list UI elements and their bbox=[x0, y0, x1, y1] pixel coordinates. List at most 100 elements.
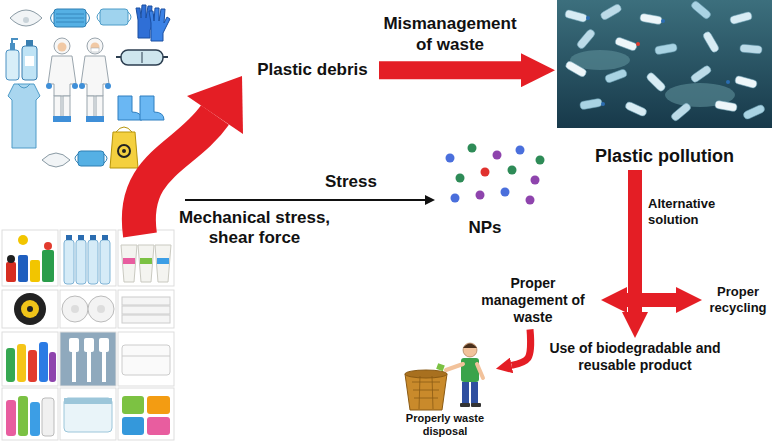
plastic-products-photo bbox=[18, 235, 28, 245]
ppe-illustration bbox=[54, 38, 70, 54]
nanoparticle-dots bbox=[501, 188, 510, 197]
ocean-plastic-photo bbox=[714, 100, 737, 112]
ppe-illustration bbox=[116, 56, 168, 58]
nanoparticle-dots bbox=[481, 168, 490, 177]
plastic-products-photo bbox=[6, 348, 15, 382]
plastic-products-photo bbox=[84, 338, 94, 352]
waste-disposal-figure bbox=[463, 344, 477, 349]
solution-label: Proper recycling bbox=[705, 284, 771, 315]
node-text: Proper management of waste bbox=[468, 275, 598, 325]
annotation-label: NPs bbox=[452, 218, 518, 238]
ocean-plastic-photo bbox=[690, 64, 713, 83]
nanoparticle-dots bbox=[468, 144, 477, 153]
plastic-products-photo bbox=[18, 396, 28, 436]
plastic-products-photo bbox=[147, 417, 170, 435]
ocean-plastic-photo bbox=[604, 68, 627, 83]
plastic-products-photo bbox=[42, 398, 54, 436]
plastic-products-photo bbox=[6, 400, 16, 436]
ocean-plastic-photo bbox=[726, 80, 730, 84]
ocean-plastic-photo bbox=[734, 75, 757, 88]
plastic-products-photo bbox=[60, 230, 116, 286]
ppe-illustration bbox=[118, 145, 130, 157]
ocean-plastic-photo bbox=[601, 102, 605, 106]
plastic-products-photo bbox=[140, 258, 152, 264]
nanoparticle-dots bbox=[493, 151, 502, 160]
ocean-plastic-photo bbox=[729, 11, 752, 24]
ocean-plastic-photo bbox=[670, 102, 692, 122]
waste-disposal-figure bbox=[436, 363, 445, 371]
waste-disposal-figure bbox=[405, 370, 447, 378]
pollution-photo-node: Plastic pollution bbox=[557, 0, 772, 168]
stress-arrow bbox=[185, 199, 425, 201]
ocean-plastic-photo bbox=[661, 19, 665, 23]
ppe-illustration bbox=[58, 43, 67, 52]
plastic-products-photo bbox=[28, 350, 37, 382]
ppe-illustration bbox=[26, 40, 33, 46]
ppe-illustration bbox=[46, 83, 52, 89]
nanoparticle-dots bbox=[446, 154, 455, 163]
ppe-illustration bbox=[116, 127, 132, 132]
nanoparticle-dots bbox=[508, 166, 517, 175]
plastic-products-photo bbox=[78, 235, 84, 240]
plastic-products-photo bbox=[118, 290, 174, 328]
ocean-plastic-photo bbox=[614, 36, 637, 51]
plastic-products-photo bbox=[49, 352, 56, 382]
plastic-products-photo bbox=[147, 396, 170, 414]
ppe-illustration bbox=[81, 56, 109, 96]
ppe-illustration bbox=[23, 17, 29, 23]
nanoparticle-dots bbox=[456, 174, 465, 183]
ocean-plastic-photo bbox=[557, 0, 772, 128]
plastic-products-photo bbox=[122, 315, 170, 323]
waste-disposal-figure bbox=[446, 364, 463, 370]
plastic-products-photo bbox=[69, 338, 79, 352]
ppe-illustration bbox=[96, 96, 103, 118]
waste-disposal-figure bbox=[463, 343, 477, 357]
waste-disposal-figure bbox=[460, 403, 470, 407]
plastic-products-photo bbox=[64, 398, 112, 404]
ocean-plastic-photo bbox=[645, 71, 666, 92]
waste-disposal-figure bbox=[477, 364, 483, 378]
node-text: Properly waste disposal bbox=[395, 412, 495, 438]
waste-disposal-figure bbox=[412, 376, 440, 409]
nanoparticle-dots bbox=[476, 191, 485, 200]
ocean-plastic-photo bbox=[742, 104, 765, 121]
ppe-illustration bbox=[121, 50, 163, 65]
ppe-illustration bbox=[105, 83, 111, 89]
ppe-illustration bbox=[100, 9, 128, 25]
ppe-illustration bbox=[25, 56, 34, 66]
plastic-products-photo bbox=[102, 235, 108, 240]
disposal-node: Properly waste disposal bbox=[395, 340, 495, 438]
ppe-illustration bbox=[10, 43, 15, 50]
plastic-products-photo bbox=[60, 290, 116, 328]
nanoparticle-dots bbox=[516, 146, 525, 155]
ocean-plastic-photo bbox=[636, 42, 640, 46]
ppe-illustration bbox=[97, 12, 131, 22]
plastic-products-photo bbox=[88, 296, 114, 322]
plastic-products-photo bbox=[2, 230, 58, 286]
plastic-products-photo bbox=[87, 352, 91, 382]
plastic-products-photo bbox=[62, 296, 88, 322]
plastic-products-photo bbox=[66, 235, 72, 240]
plastic-products-photo bbox=[64, 240, 74, 284]
ppe-illustration bbox=[22, 46, 37, 80]
ppe-illustration bbox=[62, 116, 71, 122]
ppe-illustration bbox=[91, 43, 100, 52]
ocean-plastic-photo bbox=[690, 0, 712, 20]
plastic-products-photo bbox=[102, 352, 106, 382]
annotation-label: Mechanical stress, shear force bbox=[172, 208, 337, 249]
plastic-products-photo bbox=[6, 262, 16, 282]
waste-disposal-figure bbox=[461, 358, 479, 382]
ppe-illustration bbox=[110, 132, 138, 168]
node-text: Plastic pollution bbox=[557, 146, 772, 168]
ocean-plastic-photo bbox=[579, 98, 602, 110]
label-box: Alternative solution bbox=[648, 196, 728, 227]
plastic-products-photo bbox=[2, 230, 174, 440]
edge-label-box: Mismanagement of waste bbox=[375, 14, 525, 55]
plastic-products-photo bbox=[138, 245, 154, 282]
plastic-products-photo bbox=[76, 240, 86, 284]
ppe-illustration bbox=[6, 50, 19, 80]
connector-group bbox=[379, 70, 676, 365]
ocean-plastic-photo bbox=[564, 9, 587, 22]
nanoparticle-dots bbox=[536, 156, 545, 165]
waste-disposal-figure bbox=[471, 403, 481, 407]
